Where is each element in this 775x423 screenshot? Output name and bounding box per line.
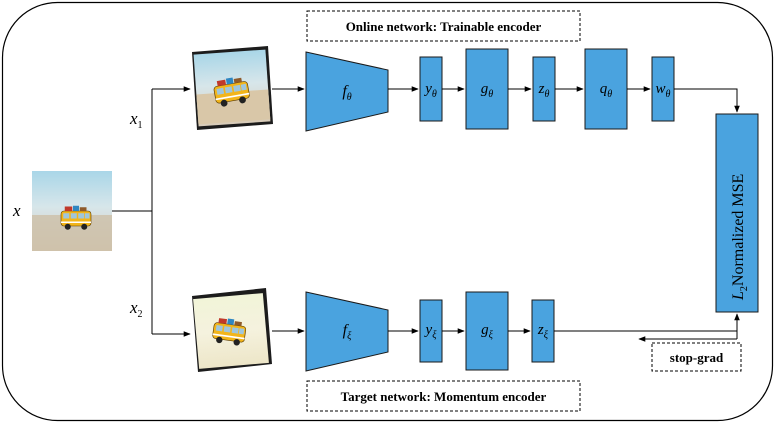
target-z-label: zξ xyxy=(537,322,549,341)
target-g-block xyxy=(465,291,509,371)
branch-bottom-label: x2 xyxy=(129,298,143,320)
branch-top-label: x1 xyxy=(129,109,143,131)
loss-block: L2Normalized MSE xyxy=(715,113,759,313)
online-w-label: wθ xyxy=(656,81,671,100)
input-label: x xyxy=(12,201,21,220)
target-network: fξ yξ gξ zξ xyxy=(305,291,555,372)
stop-grad-label: stop-grad xyxy=(670,350,724,365)
augmented-view-2 xyxy=(192,288,272,372)
online-network-title: Online network: Trainable encoder xyxy=(346,19,542,34)
input-image xyxy=(32,171,112,251)
online-y-label: yθ xyxy=(423,81,437,100)
branch-lines xyxy=(112,86,191,337)
online-network-title-box: Online network: Trainable encoder xyxy=(306,10,581,42)
target-y-label: yξ xyxy=(424,322,438,341)
online-g-block xyxy=(465,48,509,130)
online-encoder-trapezoid xyxy=(305,51,389,132)
online-network: fθ yθ gθ zθ qθ wθ xyxy=(305,48,675,132)
loss-label: L2Normalized MSE xyxy=(730,174,750,301)
target-network-title-box: Target network: Momentum encoder xyxy=(306,380,581,412)
target-arrows xyxy=(272,313,740,342)
online-arrows xyxy=(272,86,740,113)
online-f-label: fθ xyxy=(342,83,351,103)
target-encoder-trapezoid xyxy=(305,291,389,372)
online-g-label: gθ xyxy=(481,81,494,100)
stop-grad-box: stop-grad xyxy=(651,342,742,372)
target-g-label: gξ xyxy=(481,322,494,341)
target-f-label: fξ xyxy=(343,322,352,342)
target-network-title: Target network: Momentum encoder xyxy=(341,389,547,404)
online-q-label: qθ xyxy=(600,81,613,100)
online-z-label: zθ xyxy=(538,81,550,100)
augmented-view-1 xyxy=(192,46,273,130)
